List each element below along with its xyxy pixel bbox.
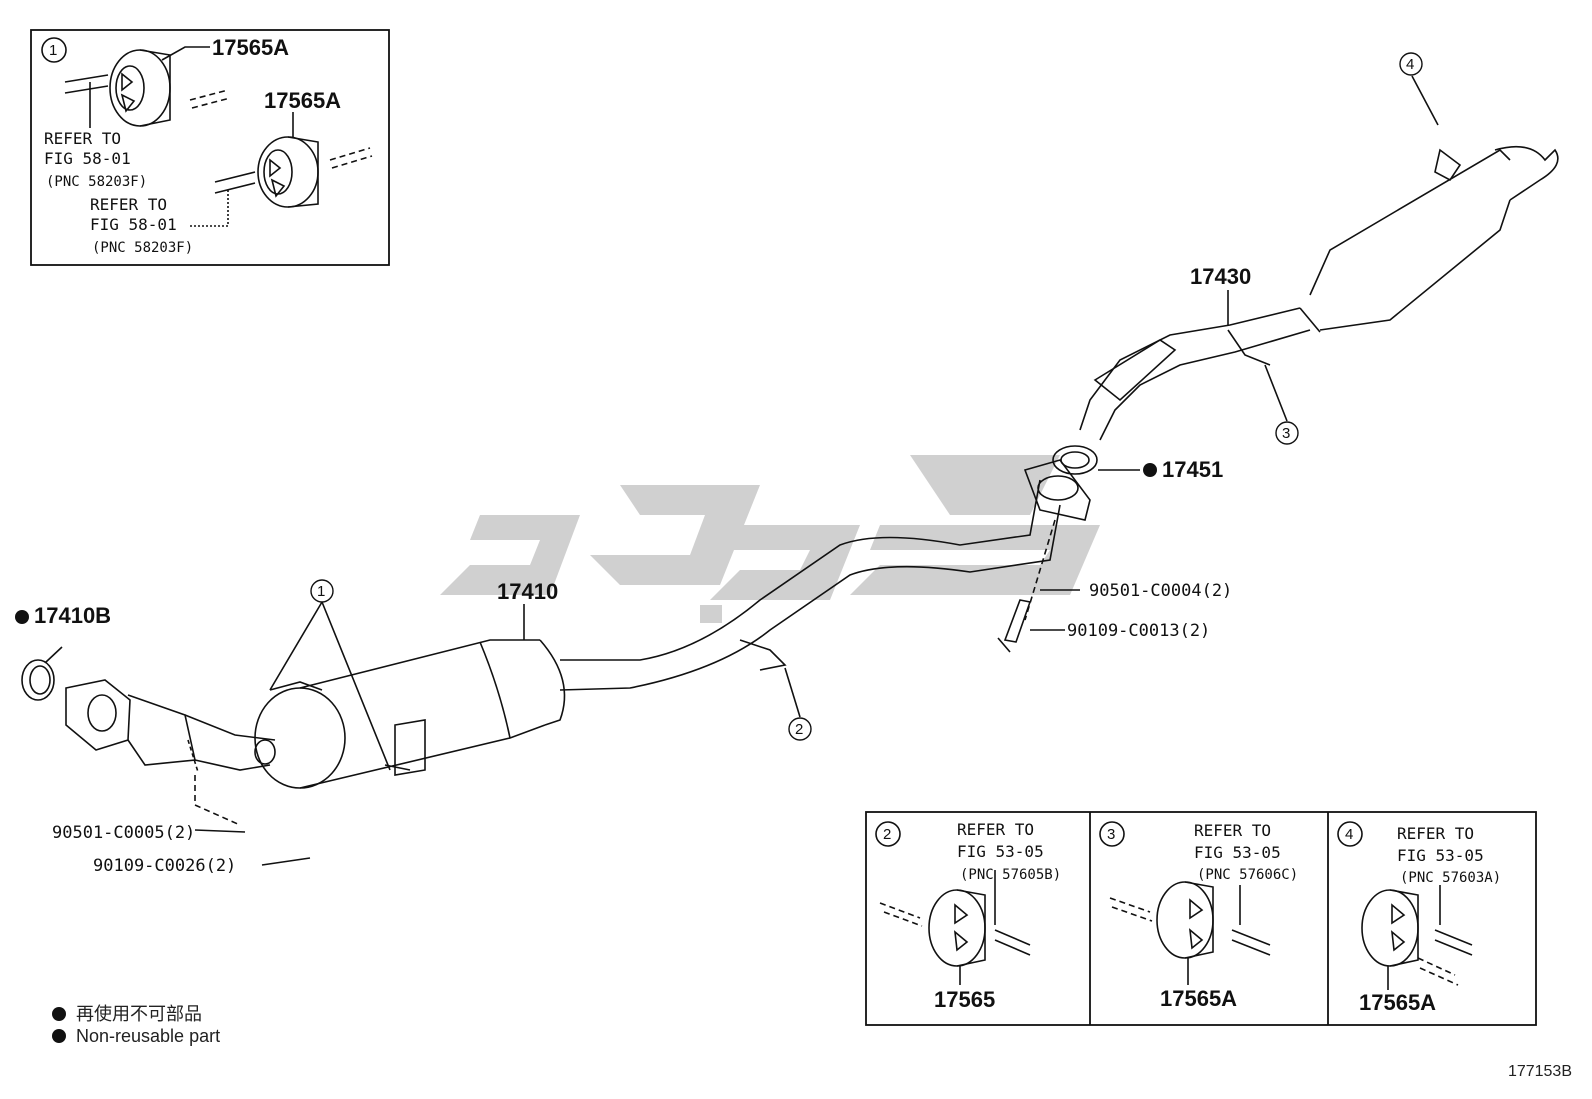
ref-line: FIG 53-05 xyxy=(957,842,1044,861)
hanger-rubber-icon xyxy=(1156,881,1214,959)
ref-line: (PNC 57606C) xyxy=(1197,867,1298,883)
legend-text-jp: 再使用不可部品 xyxy=(76,1004,202,1024)
ref-line: FIG 58-01 xyxy=(44,149,131,168)
non-reusable-dot-icon xyxy=(52,1007,66,1021)
catalytic-converter-17410-icon xyxy=(254,639,566,789)
non-reusable-dot-icon xyxy=(52,1029,66,1043)
part-label-17565: 17565 xyxy=(934,987,995,1012)
part-label-90501-c0004: 90501-C0004(2) xyxy=(1089,581,1232,601)
callout-4: 4 xyxy=(1406,56,1414,73)
ref-line: (PNC 57603A) xyxy=(1400,870,1501,886)
ref-line: REFER TO xyxy=(957,820,1034,839)
callout-3-inset: 3 xyxy=(1107,826,1115,843)
ref-line: FIG 53-05 xyxy=(1194,843,1281,862)
callout-2: 2 xyxy=(795,721,803,738)
non-reusable-dot-icon xyxy=(1143,463,1157,477)
part-label-90109-c0026: 90109-C0026(2) xyxy=(93,856,236,876)
ref-line: REFER TO xyxy=(44,129,121,148)
front-flange-icon xyxy=(65,679,131,751)
part-label-17565a-top: 17565A xyxy=(212,35,289,60)
part-label-17565a: 17565A xyxy=(1359,990,1436,1015)
hanger-rubber-icon xyxy=(109,49,171,127)
part-label-17565a-second: 17565A xyxy=(264,88,341,113)
figure-code: 177153B xyxy=(1507,1063,1572,1080)
inset-bottom-frame xyxy=(865,811,1537,1026)
legend-text-en: Non-reusable part xyxy=(76,1026,221,1046)
callout-3: 3 xyxy=(1282,425,1290,442)
part-label-90501-c0005: 90501-C0005(2) xyxy=(52,823,195,843)
hanger-rubber-icon xyxy=(928,889,986,967)
muffler-17430-icon xyxy=(1079,145,1559,441)
part-label-17451: 17451 xyxy=(1162,457,1223,482)
ref-line: (PNC 57605B) xyxy=(960,867,1061,883)
ref-line: (PNC 58203F) xyxy=(46,174,147,190)
mid-pipe-icon xyxy=(560,479,1041,661)
ref-line: REFER TO xyxy=(1194,821,1271,840)
callout-2-inset: 2 xyxy=(883,826,891,843)
legend-line-en: Non-reusable part xyxy=(52,1026,220,1047)
part-label-17410b: 17410B xyxy=(34,603,111,628)
part-label-17410: 17410 xyxy=(497,579,558,604)
ref-line: REFER TO xyxy=(1397,824,1474,843)
ref-line: FIG 58-01 xyxy=(90,215,177,234)
mid-flange-icon xyxy=(1023,459,1091,521)
callout-1: 1 xyxy=(317,583,325,600)
part-label-17565a: 17565A xyxy=(1160,986,1237,1011)
inset-top-frame xyxy=(30,29,390,266)
non-reusable-dot-icon xyxy=(15,610,29,624)
bolt-90109-c0013-icon xyxy=(1003,599,1032,643)
ref-line: (PNC 58203F) xyxy=(92,240,193,256)
ref-line: REFER TO xyxy=(90,195,167,214)
part-label-17430: 17430 xyxy=(1190,264,1251,289)
callout-1-inset: 1 xyxy=(49,42,57,59)
part-label-90109-c0013: 90109-C0013(2) xyxy=(1067,621,1210,641)
gasket-17451-icon xyxy=(1052,445,1098,475)
hanger-rubber-icon xyxy=(1361,889,1419,967)
gasket-17410B-icon xyxy=(21,659,55,701)
hanger-rubber-icon xyxy=(257,136,319,208)
legend-line-jp: 再使用不可部品 xyxy=(52,1000,202,1026)
callout-4-inset: 4 xyxy=(1345,826,1353,843)
ref-line: FIG 53-05 xyxy=(1397,846,1484,865)
